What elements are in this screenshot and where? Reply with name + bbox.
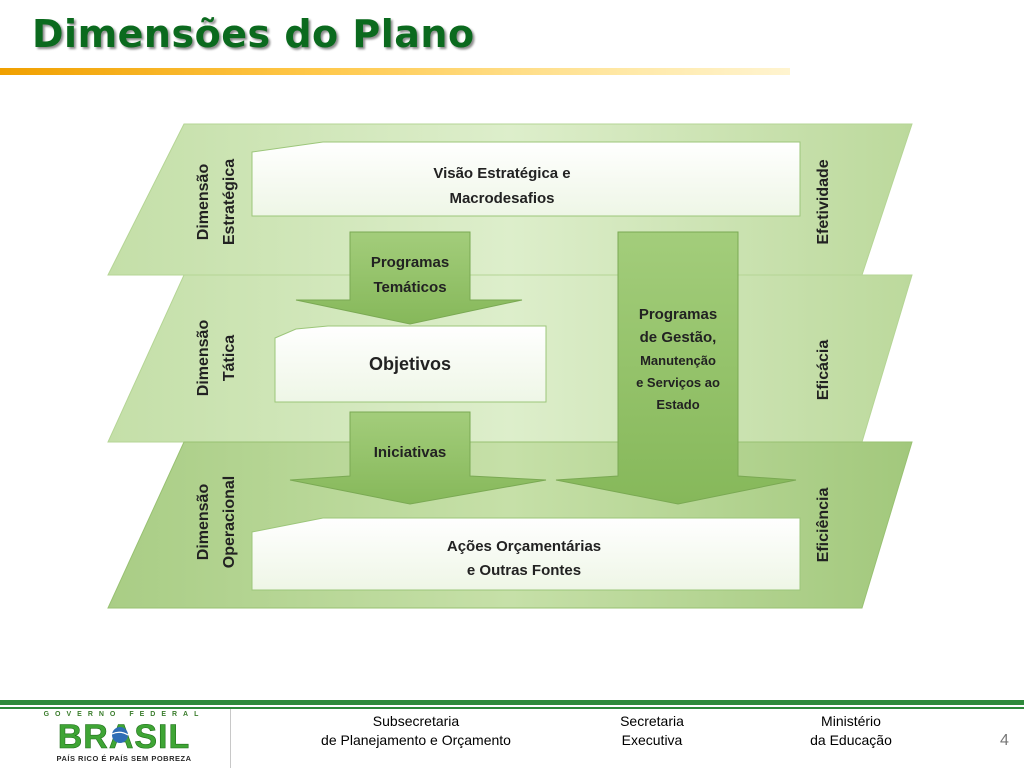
layer-strategic-right-label: Efetividade: [815, 159, 832, 244]
layer-strategic-label-line2: Estratégica: [221, 159, 238, 245]
footer-org-budget: Subsecretaria de Planejamento e Orçament…: [284, 712, 548, 750]
layer-tactical-label-line2: Tática: [221, 335, 238, 381]
brasil-logo: GOVERNO FEDERAL BRASIL PAÍS RICO É PAÍS …: [28, 711, 220, 763]
layer-operational-label-line2: Operacional: [221, 476, 238, 568]
plan-dimensions-diagram: Visão Estratégica e Macrodesafios Dimens…: [107, 123, 913, 609]
logo-globe-icon: [112, 727, 128, 743]
layer-operational-right-label: Eficiência: [815, 488, 832, 563]
title-underline: [0, 68, 790, 75]
arrow-management-line4: e Serviços ao: [636, 375, 720, 390]
layer-tactical-right-label: Eficácia: [815, 340, 832, 401]
layer-strategic-label-line1: Dimensão: [195, 164, 212, 241]
footer-org-budget-line2: de Planejamento e Orçamento: [321, 732, 511, 748]
footer-divider-thin: [0, 707, 1024, 709]
footer-org-budget-line1: Subsecretaria: [372, 713, 460, 729]
logo-tagline: PAÍS RICO É PAÍS SEM POBREZA: [57, 754, 192, 763]
arrow-thematic-line2: Temáticos: [373, 279, 446, 296]
page-number: 4: [1000, 732, 1009, 749]
footer-org-executive: Secretaria Executiva: [594, 712, 710, 750]
budget-actions-box: [251, 517, 801, 591]
footer-org-executive-line2: Executiva: [621, 732, 683, 748]
arrow-management-line1: Programas: [639, 306, 717, 323]
arrow-initiatives-text: Iniciativas: [374, 444, 447, 461]
arrow-thematic-programs: Programas Temáticos: [295, 231, 523, 325]
footer-divider: [0, 700, 1024, 705]
vision-box-line2: Macrodesafios: [449, 190, 554, 207]
budget-actions-line2: e Outras Fontes: [467, 562, 581, 579]
arrow-management-programs: Programas de Gestão, Manutenção e Serviç…: [555, 231, 797, 505]
footer-org-ministry: Ministério da Educação: [786, 712, 916, 750]
layer-tactical-label-line1: Dimensão: [195, 320, 212, 397]
footer-org-ministry-line1: Ministério: [821, 713, 881, 729]
footer-org-executive-line1: Secretaria: [620, 713, 684, 729]
arrow-thematic-line1: Programas: [371, 254, 449, 271]
arrow-management-line3: Manutenção: [640, 353, 716, 368]
footer-separator: [230, 709, 231, 768]
arrow-management-line2: de Gestão,: [640, 329, 717, 346]
arrow-management-line5: Estado: [656, 397, 699, 412]
logo-top-text: GOVERNO FEDERAL: [44, 711, 205, 718]
layer-operational-label-line1: Dimensão: [195, 484, 212, 561]
vision-box: [251, 141, 801, 217]
layer-strategic: Visão Estratégica e Macrodesafios Dimens…: [107, 123, 913, 276]
arrow-initiatives: Iniciativas: [289, 411, 547, 505]
objectives-box: [274, 325, 547, 403]
objectives-box-text: Objetivos: [369, 354, 451, 374]
vision-box-line1: Visão Estratégica e: [433, 165, 570, 182]
layer-operational: Ações Orçamentárias e Outras Fontes Dime…: [107, 441, 913, 609]
page-title: Dimensões do Plano: [32, 12, 475, 56]
footer-org-ministry-line2: da Educação: [810, 732, 892, 748]
budget-actions-line1: Ações Orçamentárias: [447, 538, 601, 555]
